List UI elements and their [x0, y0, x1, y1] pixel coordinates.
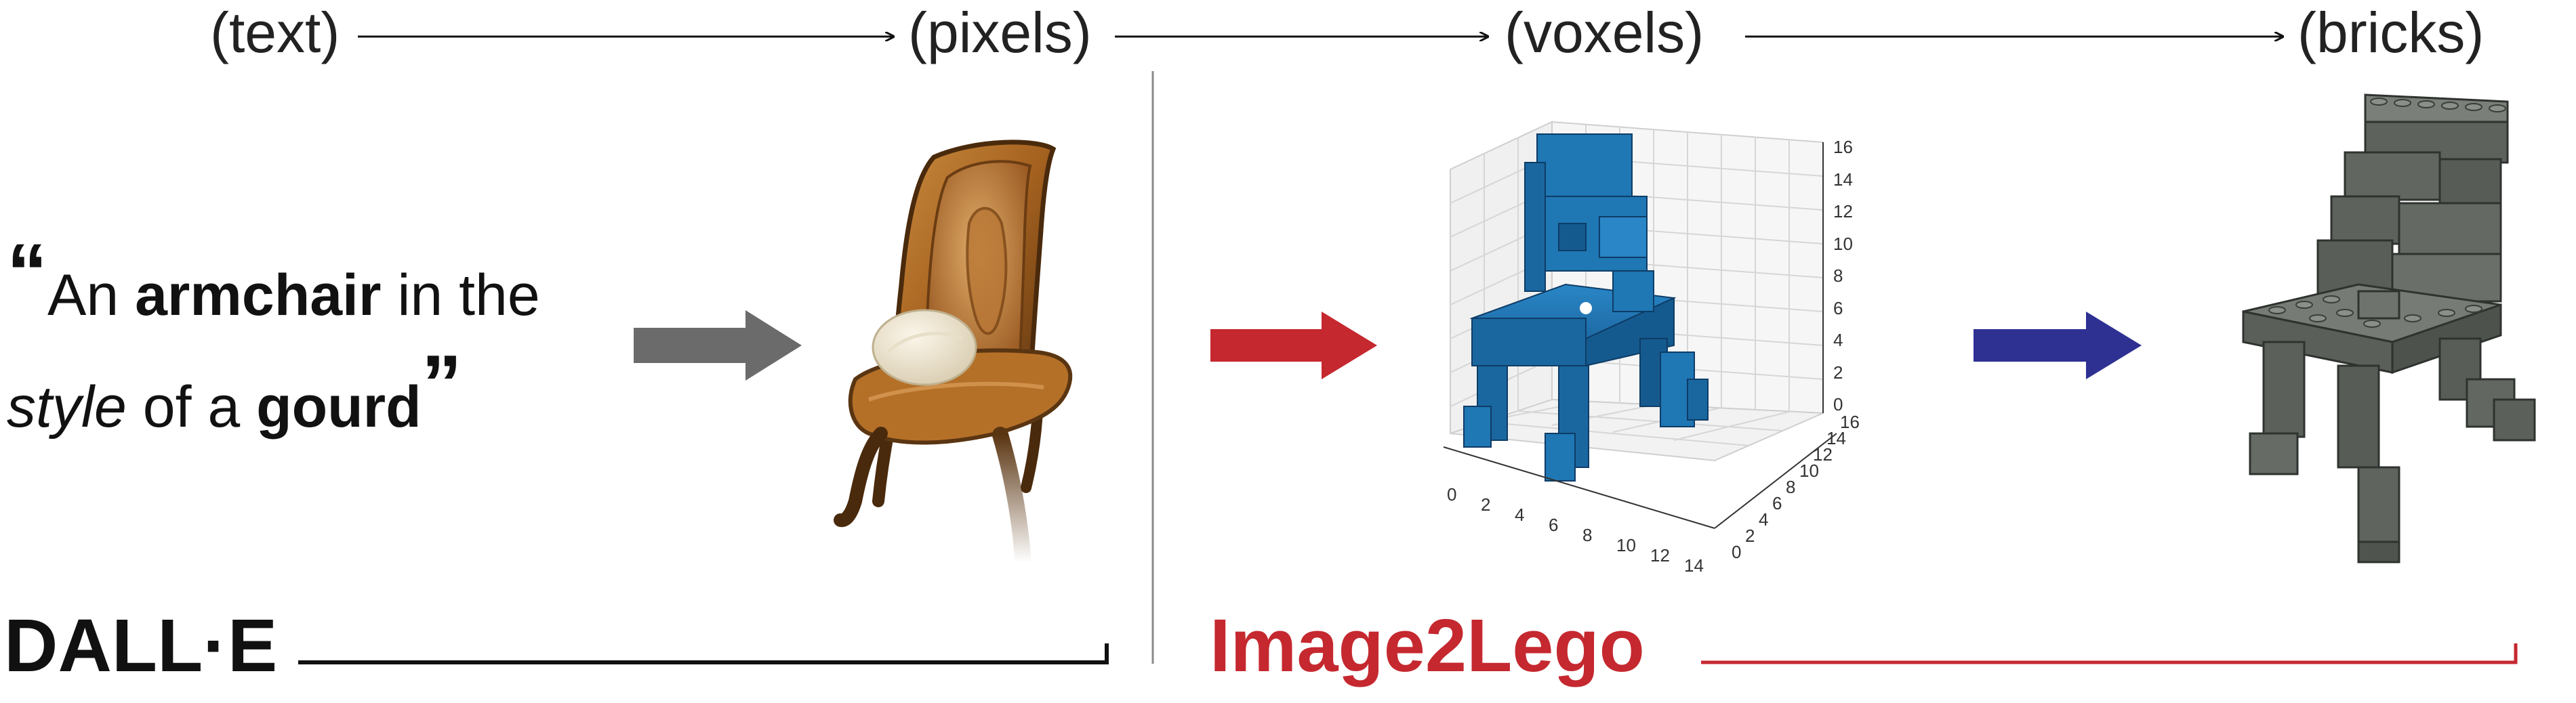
prompt-line-1: “An armchair in the [7, 227, 540, 334]
image2lego-underline [1701, 643, 2518, 664]
gourd-cushion [872, 309, 977, 386]
z-tick-label: 6 [1833, 297, 1843, 318]
prompt-line-2: style of a gourd” [7, 339, 462, 446]
step-label-pixels: (pixels) [908, 1, 1092, 64]
x-tick-label: 0 [1447, 484, 1457, 505]
y-tick-label: 0 [1732, 542, 1742, 562]
z-tick-label: 10 [1833, 233, 1853, 254]
y-tick-label: 12 [1813, 444, 1833, 465]
prompt-text: of a [126, 375, 257, 440]
arrow-voxels-to-bricks [1974, 312, 2142, 379]
y-tick-label: 16 [1840, 412, 1860, 432]
y-tick-label: 8 [1786, 477, 1796, 497]
prompt-bold-gourd: gourd [256, 375, 422, 440]
x-tick-label: 6 [1549, 515, 1559, 535]
arrow-text-to-pixels [634, 310, 802, 381]
voxel-chair [1463, 133, 1709, 482]
z-tick-label: 2 [1833, 362, 1843, 383]
y-tick-label: 10 [1799, 461, 1819, 481]
prompt-bold-armchair: armchair [135, 263, 382, 328]
x-tick-label: 8 [1582, 525, 1593, 545]
y-tick-label: 14 [1826, 428, 1846, 448]
step-label-bricks: (bricks) [2297, 1, 2485, 64]
prompt-italic-style: style [7, 375, 127, 440]
dalle-underline [298, 643, 1109, 664]
z-tick-label: 4 [1833, 330, 1843, 350]
y-tick-label: 2 [1745, 526, 1755, 546]
z-tick-label: 14 [1833, 169, 1853, 190]
y-tick-label: 6 [1772, 493, 1782, 513]
z-tick-label: 12 [1833, 201, 1853, 221]
z-tick-label: 8 [1833, 265, 1843, 286]
z-tick-label: 16 [1833, 137, 1853, 157]
y-tick-label: 4 [1759, 509, 1769, 530]
step-label-voxels: (voxels) [1505, 1, 1704, 64]
prompt-text: An [47, 263, 136, 328]
x-tick-label: 4 [1515, 505, 1525, 525]
lego-studs [2268, 98, 2506, 328]
lego-chair-image [2242, 93, 2536, 563]
arrow-pixels-to-voxels [1210, 312, 1377, 379]
close-quote: ” [421, 339, 462, 429]
voxel-plot [1443, 121, 1837, 529]
prompt-text: in the [381, 263, 540, 328]
z-tick-label: 0 [1833, 394, 1843, 414]
x-tick-label: 2 [1481, 494, 1491, 515]
x-tick-label: 14 [1684, 555, 1704, 576]
step-label-text: (text) [210, 1, 340, 64]
generated-chair-image [834, 140, 1073, 570]
dalle-label: DALL·E [4, 604, 278, 687]
image2lego-label: Image2Lego [1210, 604, 1645, 687]
x-tick-label: 12 [1650, 545, 1670, 566]
open-quote: “ [7, 227, 47, 318]
x-tick-label: 10 [1616, 535, 1636, 555]
